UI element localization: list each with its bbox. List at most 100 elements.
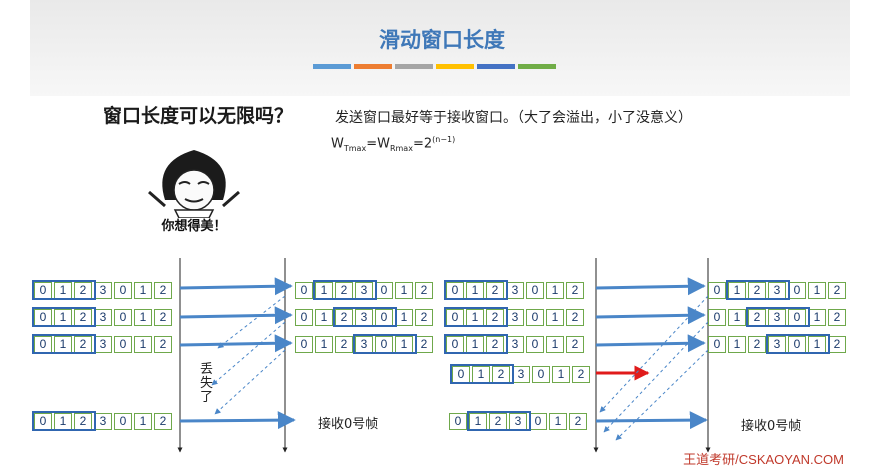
sequence-cell: 0 — [114, 336, 132, 353]
sequence-cell: 2 — [492, 366, 510, 383]
meme-image: 你想得美！ — [135, 142, 253, 236]
ack-dashed-l2 — [211, 321, 286, 386]
ack-dashed-l1 — [217, 295, 286, 349]
sequence-cell: 1 — [466, 282, 484, 299]
window-frame — [450, 364, 514, 384]
sequence-cell: 1 — [54, 413, 72, 430]
sequence-cell: 3 — [506, 282, 524, 299]
sequence-cell: 2 — [154, 282, 172, 299]
sequence-cell: 0 — [114, 282, 132, 299]
sequence-cell: 2 — [335, 336, 353, 353]
accent-bar-5 — [477, 64, 515, 69]
receive-label-left: 接收0号帧 — [318, 417, 379, 432]
window-frame — [313, 280, 377, 300]
sequence-cell: 2 — [154, 413, 172, 430]
sequence-cell: 0 — [708, 336, 726, 353]
sequence-cell: 3 — [94, 309, 112, 326]
ack-dashed-l3 — [214, 349, 286, 415]
window-frame — [32, 280, 96, 300]
sequence-cell: 0 — [526, 282, 544, 299]
meme-caption: 你想得美！ — [161, 219, 227, 234]
window-frame — [333, 307, 397, 327]
accent-bar-6 — [518, 64, 556, 69]
sequence-cell: 0 — [788, 282, 806, 299]
sequence-cell: 0 — [708, 309, 726, 326]
sequence-cell: 0 — [532, 366, 550, 383]
sequence-cell: 2 — [828, 309, 846, 326]
sequence-cell: 1 — [134, 282, 152, 299]
sequence-cell: 2 — [415, 309, 433, 326]
sequence-cell: 1 — [552, 366, 570, 383]
frame-arrow-l1 — [179, 277, 293, 296]
title-banner — [30, 0, 850, 96]
sequence-cell: 3 — [94, 282, 112, 299]
accent-bar-1 — [313, 64, 351, 69]
sequence-cell: 0 — [449, 413, 467, 430]
sequence-cell: 3 — [94, 413, 112, 430]
frame-arrow-r3 — [595, 334, 706, 353]
window-frame — [467, 411, 531, 431]
receive-label-right: 接收0号帧 — [741, 419, 802, 434]
window-note: 发送窗口最好等于接收窗口。（大了会溢出，小了没意义） — [335, 110, 692, 126]
ack-dashed-r1 — [599, 295, 709, 413]
sequence-cell: 0 — [114, 309, 132, 326]
window-frame — [746, 307, 810, 327]
frame-arrow-r4 — [595, 411, 708, 430]
sequence-cell: 3 — [512, 366, 530, 383]
sequence-cell: 0 — [708, 282, 726, 299]
sequence-cell: 1 — [469, 413, 487, 430]
sequence-cell: 2 — [566, 309, 584, 326]
window-frame — [32, 334, 96, 354]
sequence-cell: 2 — [569, 413, 587, 430]
brand-watermark: 王道考研/CSKAOYAN.COM — [683, 452, 844, 467]
frame-arrow-l3 — [179, 334, 293, 353]
sequence-cell: 2 — [748, 336, 766, 353]
sequence-cell: 0 — [295, 336, 313, 353]
sequence-cell: 2 — [828, 282, 846, 299]
accent-bar-2 — [354, 64, 392, 69]
sequence-cell: 3 — [94, 336, 112, 353]
sequence-cell: 2 — [566, 336, 584, 353]
sequence-cell: 2 — [566, 282, 584, 299]
sequence-cell: 2 — [748, 282, 766, 299]
window-frame — [766, 334, 830, 354]
sequence-cell: 3 — [355, 282, 373, 299]
sequence-cell: 2 — [74, 282, 92, 299]
sequence-cell: 3 — [506, 309, 524, 326]
window-frame — [353, 334, 417, 354]
window-frame — [444, 280, 508, 300]
sequence-cell: 2 — [828, 336, 846, 353]
accent-bar-3 — [395, 64, 433, 69]
sequence-cell: 3 — [768, 282, 786, 299]
ack-dashed-r3 — [615, 349, 709, 441]
sequence-cell: 2 — [415, 282, 433, 299]
sequence-cell: 1 — [134, 309, 152, 326]
frame-arrow-r1 — [595, 277, 706, 296]
frame-arrow-r2 — [595, 306, 706, 325]
window-frame — [444, 307, 508, 327]
sequence-cell: 1 — [549, 413, 567, 430]
sequence-cell: 1 — [134, 413, 152, 430]
sequence-cell: 0 — [529, 413, 547, 430]
accent-bar-4 — [436, 64, 474, 69]
sequence-cell: 1 — [395, 282, 413, 299]
window-frame — [32, 307, 96, 327]
frame-arrow-l4 — [179, 411, 296, 430]
window-formula: WTmax=WRmax=2(n−1) — [331, 135, 456, 153]
sequence-cell: 1 — [546, 282, 564, 299]
sequence-cell: 1 — [808, 282, 826, 299]
sequence-cell: 0 — [295, 282, 313, 299]
sequence-cell: 0 — [526, 336, 544, 353]
